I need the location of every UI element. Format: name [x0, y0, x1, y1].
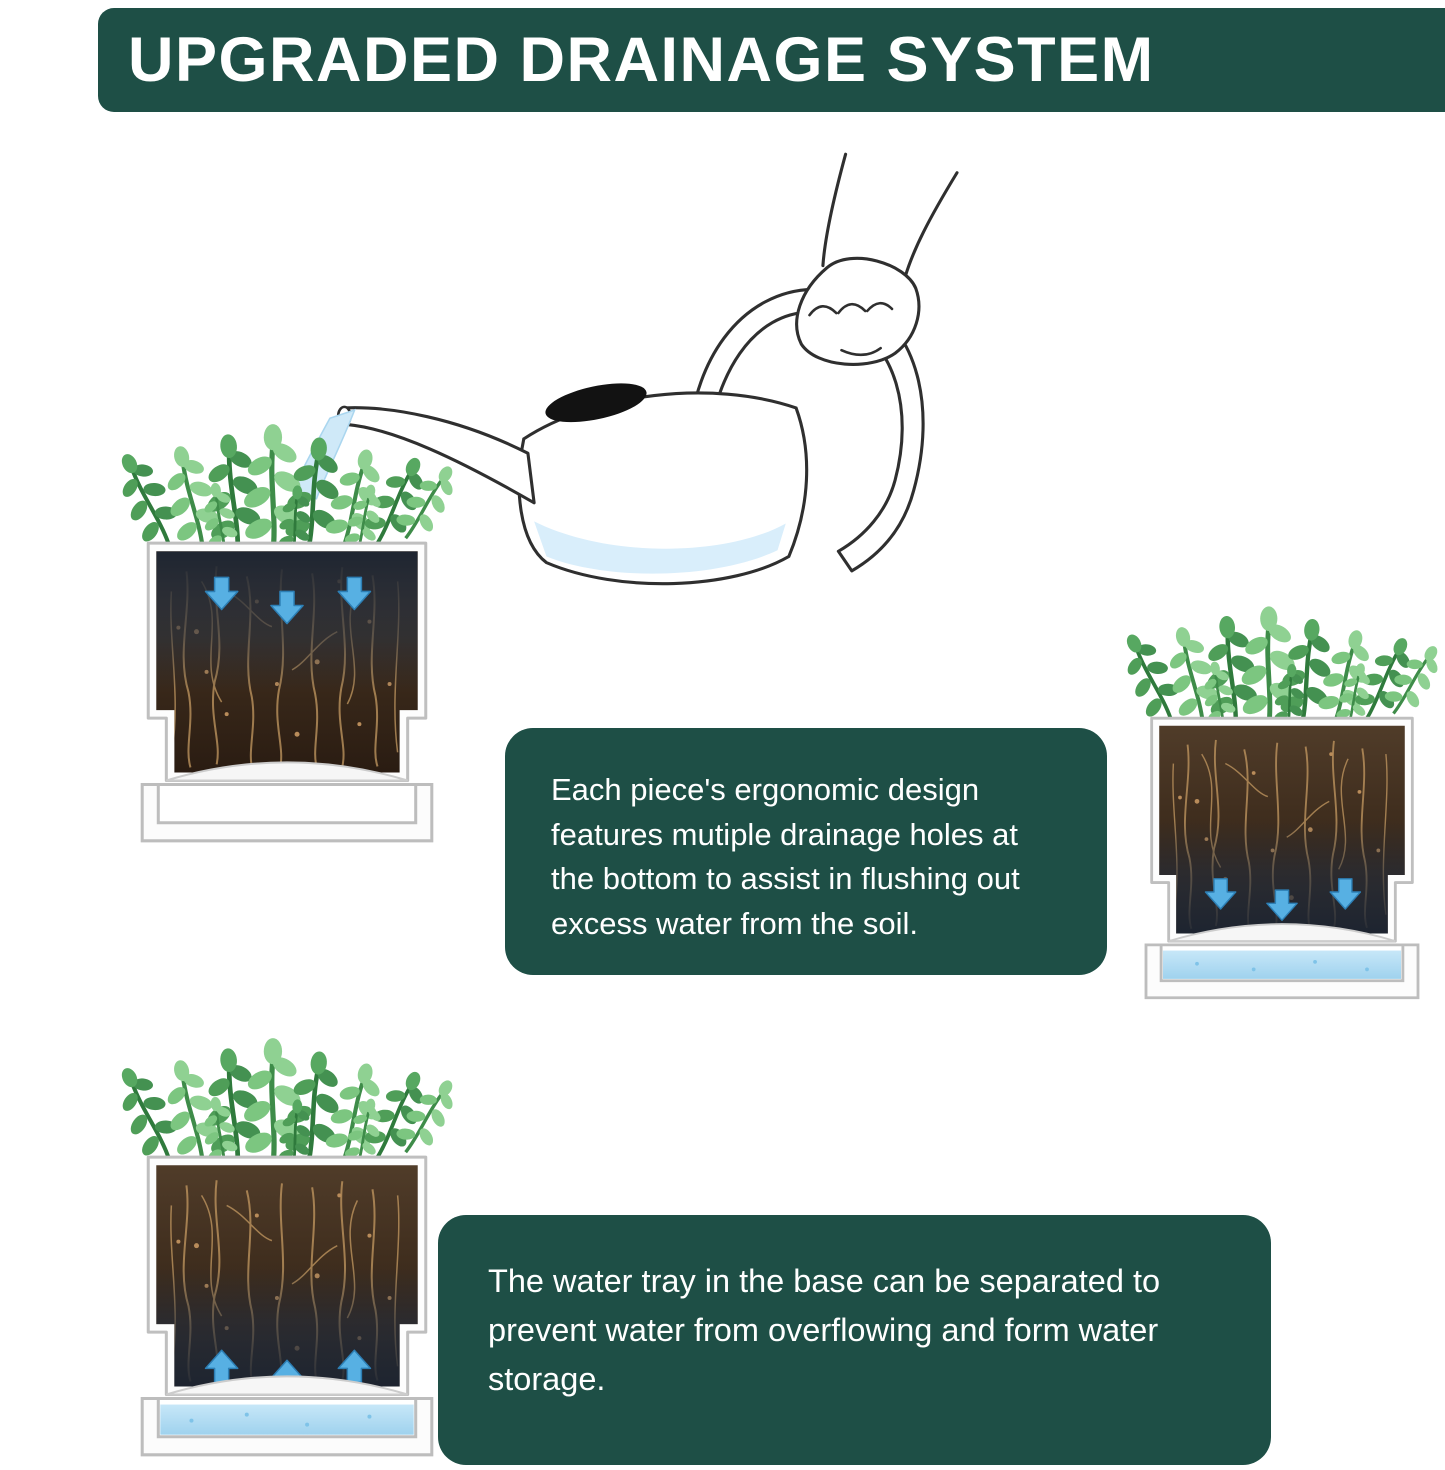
- water-tray: [140, 782, 434, 843]
- tray-water-speckles: [189, 1412, 372, 1427]
- page-title: UPGRADED DRAINAGE SYSTEM: [128, 25, 1155, 95]
- planter-draining-illustration: [1112, 518, 1445, 1019]
- planter-icon: [1112, 518, 1445, 1000]
- tray-water: [160, 1404, 414, 1435]
- hand-icon: [795, 256, 921, 366]
- planter-wicking-illustration: [106, 944, 468, 1470]
- callout-tray-text: The water tray in the base can be separa…: [488, 1263, 1161, 1397]
- forearm-line: [821, 152, 848, 268]
- callout-drainage-text: Each piece's ergonomic design features m…: [551, 772, 1020, 941]
- can-body: [517, 391, 809, 586]
- plant-icon: [106, 424, 467, 556]
- callout-drainage-holes: Each piece's ergonomic design features m…: [505, 728, 1107, 975]
- tray-water: [1163, 950, 1401, 979]
- planter-icon: [106, 944, 468, 1457]
- forearm-line: [903, 171, 959, 278]
- callout-water-tray: The water tray in the base can be separa…: [438, 1215, 1271, 1465]
- planter-top-drainage-illustration: [106, 330, 468, 863]
- planter-icon: [106, 330, 468, 843]
- tray-water-speckles: [1195, 959, 1369, 972]
- title-banner: UPGRADED DRAINAGE SYSTEM: [98, 8, 1445, 112]
- can-opening: [545, 383, 647, 423]
- plant-icon: [1112, 606, 1445, 730]
- can-water: [534, 521, 786, 574]
- plant-icon: [106, 1038, 467, 1170]
